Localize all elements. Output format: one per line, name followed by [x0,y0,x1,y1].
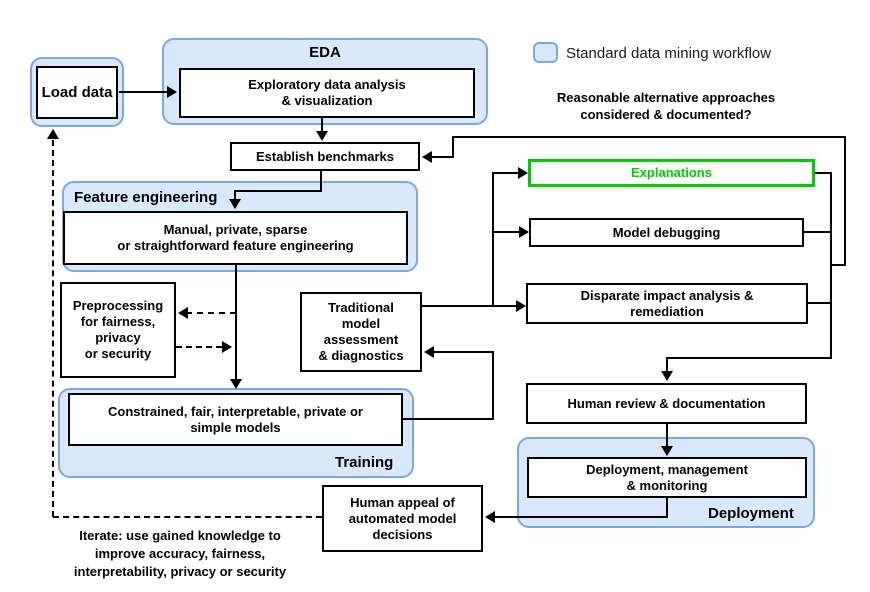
node-deployment: Deployment, management & monitoring [527,457,807,498]
node-establish-benchmarks: Establish benchmarks [230,142,420,171]
arrowhead-into-feature [229,199,241,209]
node-feature-engineering: Manual, private, sparse or straightforwa… [63,211,408,265]
connector-feedback-jog [830,264,845,266]
connector-dashed-from-preprocessing [176,346,222,348]
connector-feedback-top [452,136,845,138]
node-constrained-models: Constrained, fair, interpretable, privat… [68,393,403,446]
node-preprocessing: Preprocessing for fairness, privacy or s… [60,282,176,378]
node-human-appeal: Human appeal of automated model decision… [322,485,483,552]
arrowhead-into-benchmarks-top [316,131,328,141]
connector-feedback-elbow [452,136,454,158]
arrowhead-into-debugging [519,226,529,238]
arrowhead-into-eda [167,86,177,98]
connector-into-assessment-h [432,351,492,353]
connector-deployment-down [666,498,668,518]
connector-assessment-out [422,305,493,307]
connector-branch-to-debugging [492,231,519,233]
node-human-review: Human review & documentation [526,383,807,424]
arrowhead-into-deployment [661,446,673,456]
connector-to-human-review-h [666,357,831,359]
node-disparate-impact: Disparate impact analysis & remediation [526,283,808,324]
container-training-label: Training [335,454,394,471]
arrowhead-into-models [230,379,242,389]
legend-label: Standard data mining workflow [566,45,772,62]
iterate-annotation: Iterate: use gained knowledge to improve… [73,528,287,579]
connector-feedback-into-benchmarks [432,156,453,158]
connector-review-to-deployment [666,423,668,447]
connector-benchmarks-down [320,171,322,191]
node-model-debugging: Model debugging [529,218,804,247]
connector-dashed-to-preprocessing [186,312,236,314]
connector-into-human-review-v [666,357,668,372]
connector-feature-to-models [235,265,237,381]
connector-branch-to-explanations [492,172,518,174]
connector-deployment-to-appeal-h [493,516,668,518]
question-annotation: Reasonable alternative approaches consid… [556,90,776,122]
node-load-data: Load data [36,66,118,119]
connector-iterate-h [53,516,322,518]
arrowhead-into-disparate [516,300,526,312]
container-feature-engineering-label: Feature engineering [74,189,218,206]
connector-eda-to-benchmarks [321,118,323,133]
arrowhead-into-load-data [47,129,59,139]
arrowhead-from-preprocessing [222,341,232,353]
connector-iterate-v [52,140,54,517]
connector-collector-inner-v [830,172,832,359]
connector-models-to-assessment-v [492,351,494,420]
container-eda-label: EDA [309,44,341,61]
arrowhead-into-explanations [518,167,528,179]
node-traditional-assessment: Traditional model assessment & diagnosti… [300,292,422,372]
arrowhead-into-assessment [424,346,434,358]
connector-explanations-out [814,172,831,174]
connector-branch-to-disparate [492,305,516,307]
container-deployment-label: Deployment [708,505,794,522]
connector-branch-v [492,172,494,307]
node-explanations: Explanations [528,159,815,187]
node-eda: Exploratory data analysis & visualizatio… [179,68,475,118]
arrowhead-into-human-review [661,371,673,381]
connector-load-to-eda [119,91,168,93]
arrowhead-into-appeal [485,511,495,523]
arrowhead-into-preprocessing [178,307,188,319]
connector-disparate-out [808,302,831,304]
arrowhead-into-benchmarks [422,151,432,163]
connector-feedback-outer-v [844,136,846,266]
legend-swatch-icon [533,42,558,63]
connector-into-feature-v [234,190,236,200]
connector-benchmarks-to-feature-h [234,190,322,192]
connector-debugging-out [804,231,831,233]
connector-models-out-h [403,418,493,420]
